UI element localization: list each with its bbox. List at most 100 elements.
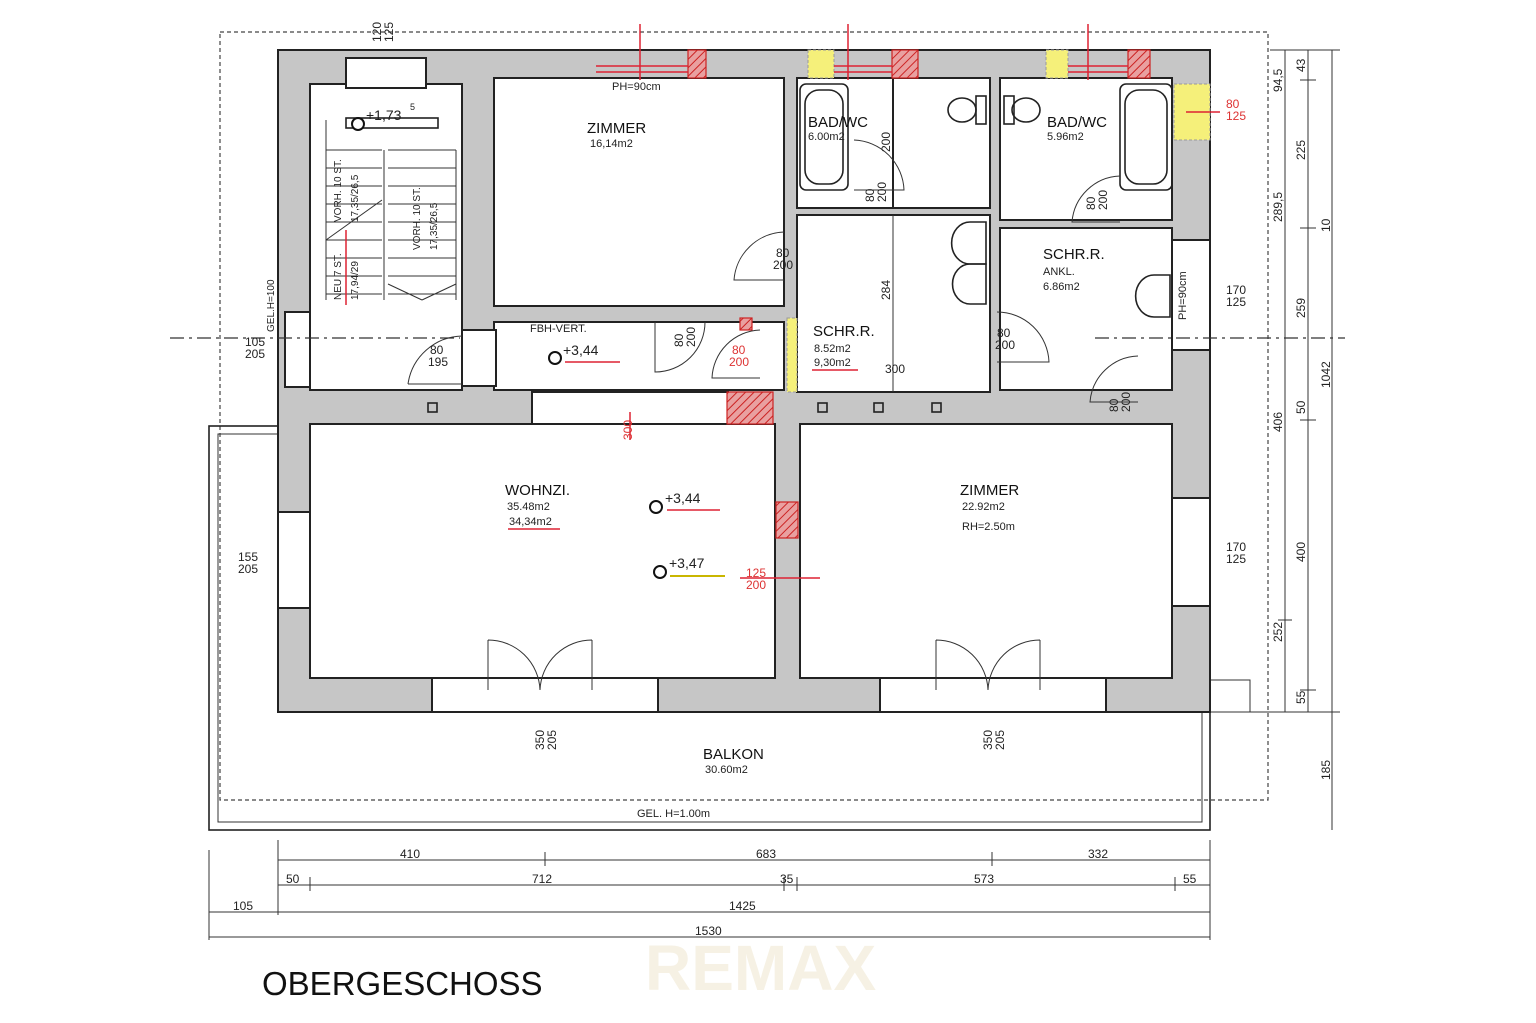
dimension-label: 55 bbox=[1294, 690, 1308, 704]
opening-height: 200 bbox=[729, 355, 749, 369]
dimension-label: 252 bbox=[1271, 622, 1285, 642]
stair-dim: 17,35/26,5 bbox=[429, 202, 440, 250]
opening-height: 125 bbox=[1226, 109, 1246, 123]
opening-height: 200 bbox=[1096, 190, 1110, 210]
sink-icon bbox=[950, 221, 1171, 318]
opening-height: 200 bbox=[995, 338, 1015, 352]
railing-height: GEL. H=1.00m bbox=[637, 808, 710, 820]
opening-height: 195 bbox=[428, 355, 448, 369]
room-note: PH=90cm bbox=[1177, 271, 1189, 320]
room-zimmer-right bbox=[799, 423, 1173, 679]
dimension-label: 94,5 bbox=[1271, 68, 1285, 92]
room-name: SCHR.R. bbox=[813, 323, 875, 340]
room-name: SCHR.R. bbox=[1043, 246, 1105, 263]
dimension-label: 573 bbox=[974, 872, 994, 886]
opening-height: 125 bbox=[1226, 295, 1246, 309]
dimension-label: 105 bbox=[233, 899, 253, 913]
dimension-label: 50 bbox=[286, 872, 300, 886]
dimension-lines-bottom bbox=[208, 840, 1211, 940]
roof-outline bbox=[219, 31, 1269, 801]
opening-width: 125 bbox=[746, 566, 766, 580]
level-label-sup: 5 bbox=[410, 102, 415, 112]
demolition-wall bbox=[687, 49, 707, 79]
opening-width: 80 bbox=[997, 326, 1011, 340]
dimension-label: 185 bbox=[1319, 760, 1333, 780]
opening-height: 200 bbox=[746, 578, 766, 592]
dimension-label: 259 bbox=[1294, 298, 1308, 318]
room-name: BALKON bbox=[703, 746, 764, 763]
opening-width: 80 bbox=[1107, 398, 1121, 412]
chimney-icons bbox=[427, 402, 942, 413]
opening-height: 200 bbox=[684, 327, 698, 347]
room-name: ZIMMER bbox=[587, 120, 646, 137]
window-balcony-1 bbox=[431, 677, 659, 713]
dimension-label: 10 bbox=[1319, 218, 1333, 232]
opening-width: 350 bbox=[981, 730, 995, 750]
room-area: 16,14m2 bbox=[590, 138, 633, 150]
level-label: +3,47 bbox=[669, 555, 705, 571]
room-area: 8.52m2 bbox=[814, 343, 851, 355]
stair-label: NEU 7 ST. bbox=[333, 253, 344, 300]
room-area: 35.48m2 bbox=[507, 501, 550, 513]
opening-width: 300 bbox=[621, 420, 635, 440]
stair-label: VORH. 10 ST. bbox=[412, 187, 423, 250]
level-label: +3,44 bbox=[563, 342, 599, 358]
level-label: +1,73 bbox=[366, 107, 402, 123]
room-area: 6.86m2 bbox=[1043, 281, 1080, 293]
opening-width: 80 bbox=[1226, 97, 1240, 111]
room-fbh bbox=[493, 321, 785, 391]
dimension-label: 332 bbox=[1088, 847, 1108, 861]
dimension-lines-right bbox=[1250, 49, 1340, 830]
dimension-label: 35 bbox=[780, 872, 794, 886]
opening-width: 170 bbox=[1226, 540, 1246, 554]
room-area: 5.96m2 bbox=[1047, 131, 1084, 143]
dimension-label: 284 bbox=[879, 280, 893, 300]
dimension-label: 410 bbox=[400, 847, 420, 861]
dimension-label: 406 bbox=[1271, 412, 1285, 432]
room-wc bbox=[892, 77, 991, 209]
opening-height: 200 bbox=[875, 182, 889, 202]
dimension-label: 289,5 bbox=[1271, 192, 1285, 222]
room-name: BAD/WC bbox=[1047, 114, 1107, 131]
room-note: PH=90cm bbox=[612, 81, 661, 93]
dimension-label: 50 bbox=[1294, 400, 1308, 414]
dimension-label: 683 bbox=[756, 847, 776, 861]
dimension-label: 1425 bbox=[729, 899, 756, 913]
opening-width: 170 bbox=[1226, 283, 1246, 297]
opening-height: 200 bbox=[773, 258, 793, 272]
room-area: 6.00m2 bbox=[808, 131, 845, 143]
new-wall bbox=[807, 49, 835, 79]
opening-width: 105 bbox=[245, 335, 265, 349]
opening-width: 80 bbox=[863, 188, 877, 202]
opening-width: 80 bbox=[776, 246, 790, 260]
level-marker-icon bbox=[351, 117, 667, 579]
opening-width: 120 bbox=[370, 22, 384, 42]
room-name: WOHNZI. bbox=[505, 482, 570, 499]
dimension-label: 43 bbox=[1294, 58, 1308, 72]
room-note: RH=2.50m bbox=[962, 521, 1015, 533]
opening-height: 205 bbox=[238, 562, 258, 576]
room-name: FBH-VERT. bbox=[530, 323, 587, 335]
opening-width: 80 bbox=[430, 343, 444, 357]
room-zimmer-top bbox=[493, 77, 785, 307]
opening-width: 80 bbox=[732, 343, 746, 357]
room-schr-right bbox=[999, 227, 1173, 391]
opening-height: 205 bbox=[545, 730, 559, 750]
watermark-logo: REMAX bbox=[645, 932, 876, 1004]
room-area-new: 34,34m2 bbox=[509, 516, 552, 528]
room-name: BAD/WC bbox=[808, 114, 868, 131]
room-area: 30.60m2 bbox=[705, 764, 748, 776]
opening-width: 80 bbox=[672, 333, 686, 347]
dimension-label: 712 bbox=[532, 872, 552, 886]
stair-label: VORH. 10 ST. bbox=[333, 159, 344, 222]
plan-title: OBERGESCHOSS bbox=[262, 965, 543, 1002]
opening-width: 80 bbox=[1084, 196, 1098, 210]
room-name: ZIMMER bbox=[960, 482, 1019, 499]
stair-dim: 17,35/26,5 bbox=[350, 174, 361, 222]
opening-height: 205 bbox=[245, 347, 265, 361]
dimension-label: 1042 bbox=[1319, 361, 1333, 388]
room-area-new: 9,30m2 bbox=[814, 357, 851, 369]
stairwell bbox=[309, 83, 463, 391]
toilet-icon bbox=[947, 95, 1041, 125]
